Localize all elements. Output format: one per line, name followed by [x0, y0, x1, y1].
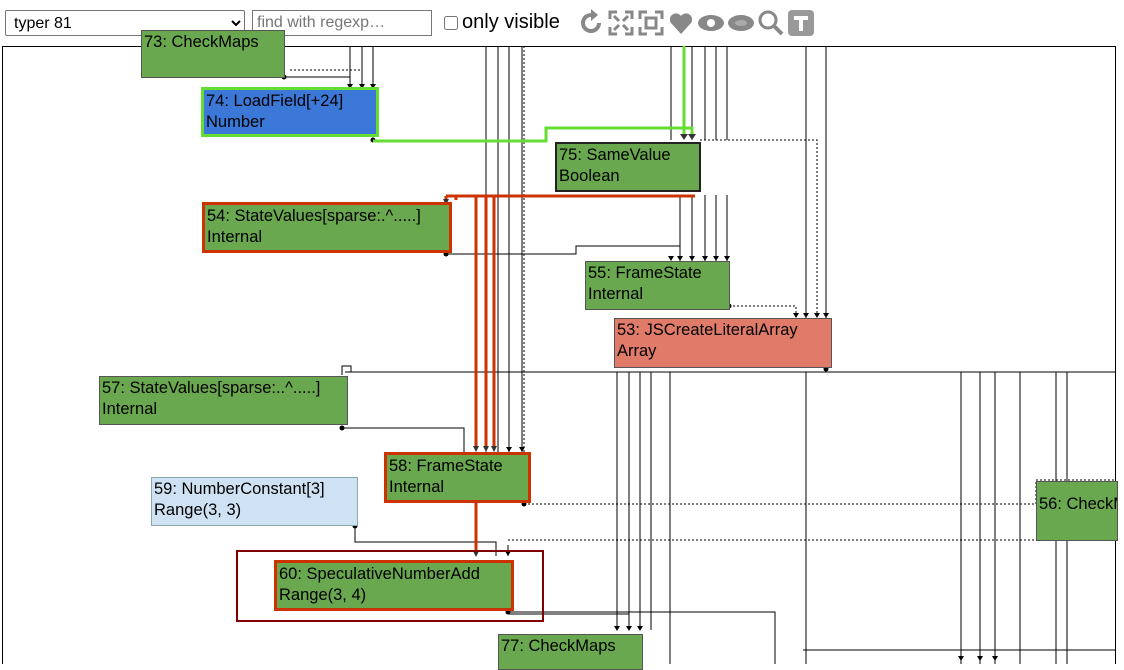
- show-selected-icon[interactable]: [697, 9, 725, 37]
- node-55-type: Internal: [588, 285, 644, 303]
- node-74-label: 74: LoadField[+24]: [206, 92, 344, 110]
- node-73-label: 73: CheckMaps: [144, 33, 259, 51]
- node-53-label: 53: JSCreateLiteralArray: [617, 321, 798, 339]
- node-77-label: 77: CheckMaps: [501, 637, 616, 655]
- node-59-type: Range(3, 3): [154, 501, 242, 519]
- hide-selected-icon[interactable]: [727, 9, 755, 37]
- toggle-types-icon[interactable]: [787, 9, 815, 37]
- node-75-label: 75: SameValue: [559, 146, 671, 164]
- node-74-type: Number: [206, 113, 265, 131]
- node-77[interactable]: 77: CheckMaps: [498, 634, 643, 670]
- toggle-hide-dead-icon[interactable]: [637, 9, 665, 37]
- only-visible-label: only visible: [462, 11, 560, 33]
- only-visible-checkbox[interactable]: [444, 15, 458, 30]
- node-56[interactable]: 56: CheckM: [1036, 481, 1118, 541]
- node-57[interactable]: 57: StateValues[sparse:..^.....] Interna…: [99, 376, 348, 425]
- node-53-type: Array: [617, 342, 657, 360]
- graph-viewport[interactable]: [2, 46, 1116, 664]
- hide-unselected-icon[interactable]: [667, 9, 695, 37]
- node-56-label: 56: CheckM: [1039, 495, 1117, 513]
- node-73[interactable]: 73: CheckMaps: [141, 30, 285, 78]
- node-60[interactable]: 60: SpeculativeNumberAdd Range(3, 4): [274, 560, 514, 611]
- relayout-icon[interactable]: [577, 9, 605, 37]
- node-75[interactable]: 75: SameValue Boolean: [555, 142, 701, 192]
- zoom-selection-icon[interactable]: [757, 9, 785, 37]
- node-55-label: 55: FrameState: [588, 264, 702, 282]
- node-75-type: Boolean: [559, 167, 620, 185]
- node-59-label: 59: NumberConstant[3]: [154, 480, 325, 498]
- node-60-type: Range(3, 4): [279, 586, 367, 604]
- node-58-type: Internal: [389, 478, 445, 496]
- show-all-icon[interactable]: [607, 9, 635, 37]
- selection-box: [236, 550, 544, 622]
- node-55[interactable]: 55: FrameState Internal: [585, 261, 730, 310]
- node-53[interactable]: 53: JSCreateLiteralArray Array: [614, 318, 832, 368]
- node-54[interactable]: 54: StateValues[sparse:.^.....] Internal: [202, 202, 452, 253]
- node-74[interactable]: 74: LoadField[+24] Number: [201, 87, 379, 137]
- node-54-label: 54: StateValues[sparse:.^.....]: [207, 207, 421, 225]
- node-60-label: 60: SpeculativeNumberAdd: [279, 565, 480, 583]
- node-57-type: Internal: [102, 400, 158, 418]
- node-59[interactable]: 59: NumberConstant[3] Range(3, 3): [151, 477, 358, 526]
- only-visible-toggle[interactable]: only visible: [441, 11, 560, 34]
- node-57-label: 57: StateValues[sparse:..^.....]: [102, 379, 321, 397]
- node-58[interactable]: 58: FrameState Internal: [384, 452, 531, 503]
- node-54-type: Internal: [207, 228, 263, 246]
- node-58-label: 58: FrameState: [389, 457, 503, 475]
